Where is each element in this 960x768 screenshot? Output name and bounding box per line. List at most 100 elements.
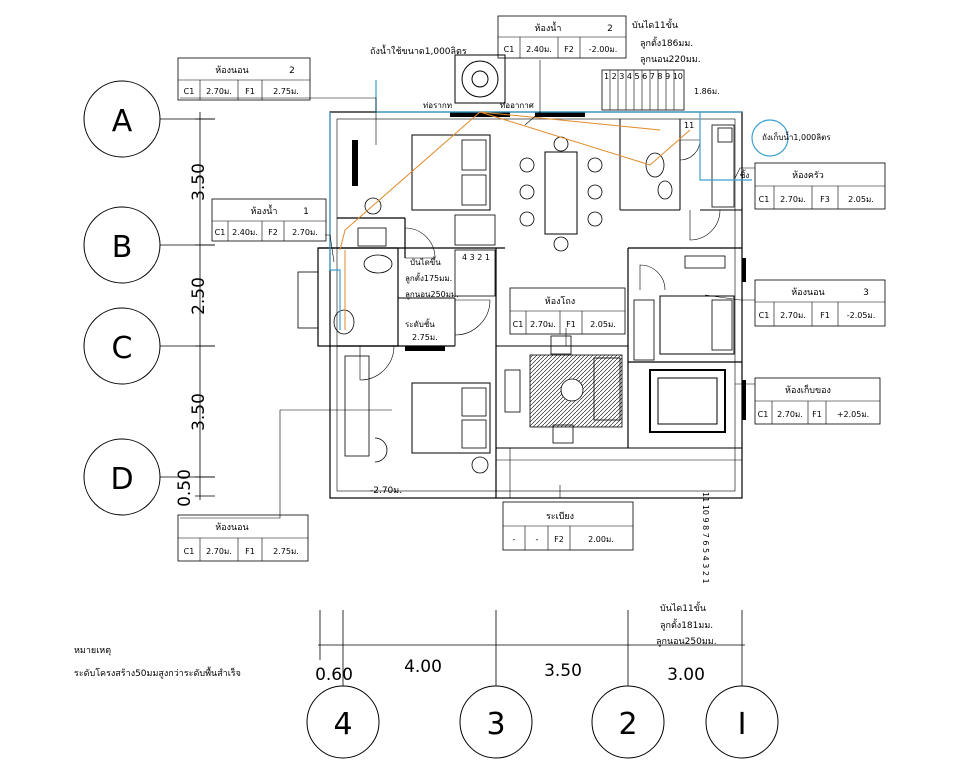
tag-bath2-f: F2 bbox=[564, 45, 574, 54]
tag-bed3-c1: C1 bbox=[759, 311, 770, 320]
pipe-in-label: ท่อรากท bbox=[423, 101, 452, 110]
stair-left-line2: ลูกตั้ง175มม. bbox=[405, 272, 452, 284]
col-dim-3: 3.00 bbox=[667, 665, 705, 685]
tag-balcony-title: ระเบียง bbox=[546, 511, 574, 522]
room-tag-kitchen: ห้องครัว C1 2.70ม. F3 2.05ม. bbox=[754, 162, 886, 210]
stair-left-level-2: 2.75ม. bbox=[412, 333, 438, 342]
tag-bed2-c1: C1 bbox=[184, 87, 195, 96]
grid-col-markers: 4 3 2 I bbox=[306, 660, 779, 759]
tag-bath2-c1: C1 bbox=[504, 45, 515, 54]
tag-living-f: F1 bbox=[566, 320, 576, 329]
bottom-level-label: -2.70ม. bbox=[370, 486, 402, 496]
tag-bed1-f: F1 bbox=[245, 547, 255, 556]
annotations: ถังน้ำใช้ขนาด1,000ลิตร ท่อรากท ท่ออากาศ … bbox=[74, 18, 831, 679]
kitchen-sink-label: ซิ้ง bbox=[740, 169, 749, 180]
row-dimension-chain: 3.50 2.50 3.50 0.50 bbox=[175, 112, 215, 507]
col-dimension-chain: 0.60 4.00 3.50 3.00 bbox=[315, 610, 745, 685]
tag-bath2-num: 2 bbox=[607, 24, 613, 34]
stair-bottom-line1: บันได11ขั้น bbox=[660, 601, 706, 614]
note-title: หมายเหตุ bbox=[74, 646, 111, 656]
pipe-lines bbox=[329, 80, 752, 330]
room-tag-bed1: ห้องนอน C1 2.70ม. F1 2.75ม. bbox=[177, 514, 309, 562]
tag-bath1-f: F2 bbox=[268, 228, 278, 237]
tag-bath1-lvl: 2.70ม. bbox=[292, 228, 318, 237]
tag-bed3-h: 2.70ม. bbox=[780, 311, 806, 320]
tag-store-f: F1 bbox=[812, 410, 822, 419]
grid-label-a: A bbox=[112, 104, 133, 139]
tag-bed2-h: 2.70ม. bbox=[206, 87, 232, 96]
stair-top-step-11: 11 bbox=[684, 121, 694, 130]
tag-bath2-h: 2.40ม. bbox=[526, 45, 552, 54]
stair-top-line1: บันได11ขั้น bbox=[632, 18, 678, 31]
tag-balcony-f: F2 bbox=[554, 535, 564, 544]
stair-left-level-1: ระดับชั้น bbox=[405, 318, 435, 329]
stair-top-line3: ลูกนอน220มม. bbox=[640, 55, 701, 65]
tag-bed1-title: ห้องนอน bbox=[215, 522, 248, 533]
row-dim-bc: 2.50 bbox=[189, 277, 209, 315]
tag-bath2-lvl: -2.00ม. bbox=[589, 45, 618, 54]
tag-bed2-num: 2 bbox=[289, 66, 295, 76]
tag-balcony-lvl: 2.00ม. bbox=[588, 535, 614, 544]
tag-bed1-c1: C1 bbox=[184, 547, 195, 556]
stair-vertical-numbers: 11 10 9 8 7 6 5 4 3 2 1 bbox=[701, 492, 710, 584]
pipe-out-label: ท่ออากาศ bbox=[500, 101, 534, 110]
tag-balcony-h: - bbox=[536, 535, 539, 544]
grid-label-b: B bbox=[112, 230, 133, 265]
tag-bed2-lvl: 2.75ม. bbox=[273, 87, 299, 96]
stair-top-line2: ลูกตั้ง186มม. bbox=[640, 36, 693, 49]
room-tag-store: ห้องเก็บของ C1 2.70ม. F1 +2.05ม. bbox=[754, 377, 881, 425]
tag-bath1-num: 1 bbox=[303, 207, 309, 217]
room-tag-bed2: ห้องนอน 2 C1 2.70ม. F1 2.75ม. bbox=[177, 57, 311, 101]
tag-kitchen-title: ห้องครัว bbox=[792, 170, 824, 181]
water-tank-2-label: ถังเก็บน้ำ1,000ลิตร bbox=[762, 131, 831, 142]
grid-label-2: 2 bbox=[618, 707, 637, 742]
stair-top-numbers: 1 2 3 4 5 6 7 8 9 10 bbox=[604, 72, 683, 81]
col-dim-1: 4.00 bbox=[404, 657, 442, 677]
tag-living-title: ห้องโถง bbox=[545, 296, 575, 307]
tag-kitchen-c1: C1 bbox=[759, 195, 770, 204]
col-dim-2: 3.50 bbox=[544, 661, 582, 681]
tag-bed2-title: ห้องนอน bbox=[215, 65, 248, 76]
grid-label-c: C bbox=[112, 331, 133, 366]
tag-bed3-lvl: -2.05ม. bbox=[847, 311, 876, 320]
tag-living-h: 2.70ม. bbox=[530, 320, 556, 329]
tag-bed1-h: 2.70ม. bbox=[206, 547, 232, 556]
stair-bottom-line3: ลูกนอน250มม. bbox=[656, 637, 717, 647]
tag-bath1-title: ห้องน้ำ bbox=[251, 204, 278, 217]
stair-left-line1: บันไดขึ้น bbox=[410, 256, 441, 267]
row-dim-cd: 3.50 bbox=[189, 393, 209, 431]
row-dim-d-end: 0.50 bbox=[175, 469, 195, 507]
room-tag-balcony: ระเบียง - - F2 2.00ม. bbox=[502, 501, 634, 551]
row-dim-ab: 3.50 bbox=[189, 163, 209, 201]
tag-living-lvl: 2.05ม. bbox=[590, 320, 616, 329]
tag-balcony-c1: - bbox=[513, 535, 516, 544]
stair-left-line3: ลูกนอน250มม. bbox=[405, 290, 459, 300]
tag-kitchen-lvl: 2.05ม. bbox=[848, 195, 874, 204]
tag-bed1-lvl: 2.75ม. bbox=[273, 547, 299, 556]
grid-label-4: 4 bbox=[333, 707, 352, 742]
room-tag-living: ห้องโถง C1 2.70ม. F1 2.05ม. bbox=[509, 287, 626, 335]
tag-kitchen-f: F3 bbox=[820, 195, 830, 204]
tag-store-c1: C1 bbox=[758, 410, 769, 419]
grid-label-d: D bbox=[110, 462, 133, 497]
stair-left-numbers: 4 3 2 1 bbox=[462, 253, 490, 262]
tag-living-c1: C1 bbox=[513, 320, 524, 329]
furniture bbox=[297, 54, 789, 474]
stair-bottom-line2: ลูกตั้ง181มม. bbox=[660, 618, 713, 631]
room-tag-bath1: ห้องน้ำ 1 C1 2.40ม. F2 2.70ม. bbox=[211, 198, 327, 242]
note-body: ระดับโครงสร้าง50มมสูงกว่าระดับพื้นสำเร็จ bbox=[74, 666, 241, 679]
tag-bed3-num: 3 bbox=[863, 288, 869, 298]
grid-label-3: 3 bbox=[486, 707, 505, 742]
tag-store-title: ห้องเก็บของ bbox=[785, 383, 831, 396]
grid-label-1: I bbox=[738, 707, 747, 742]
tag-store-lvl: +2.05ม. bbox=[837, 410, 869, 419]
col-dim-0: 0.60 bbox=[315, 665, 353, 685]
tag-kitchen-h: 2.70ม. bbox=[780, 195, 806, 204]
tag-bath1-c1: C1 bbox=[215, 228, 226, 237]
tag-bed3-title: ห้องนอน bbox=[791, 287, 824, 298]
tag-leaders bbox=[180, 60, 755, 519]
tag-bed2-f: F1 bbox=[245, 87, 255, 96]
tag-bath1-h: 2.40ม. bbox=[232, 228, 258, 237]
room-tag-bath2: ห้องน้ำ 2 C1 2.40ม. F2 -2.00ม. bbox=[497, 15, 627, 59]
